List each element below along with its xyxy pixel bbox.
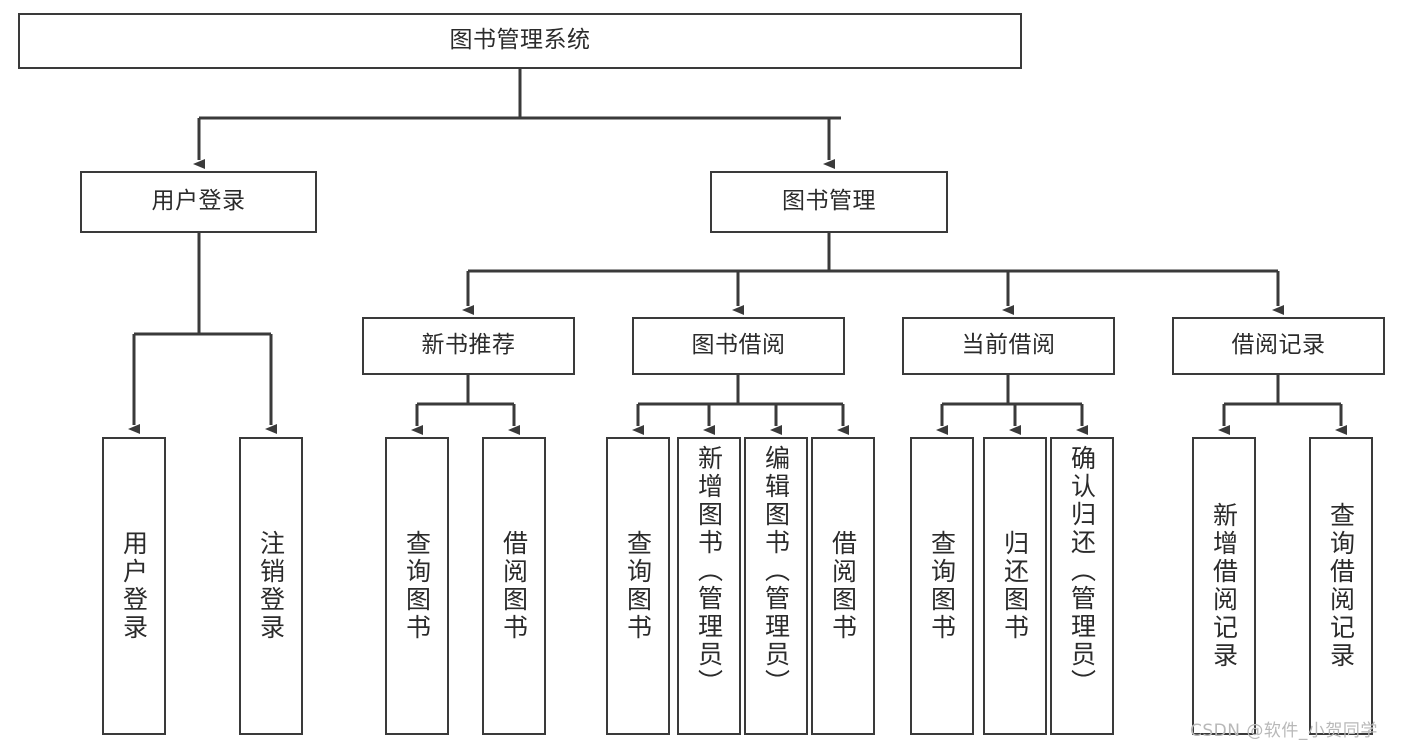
node-current-borrow[interactable]: 当前借阅 bbox=[902, 317, 1115, 375]
leaf-add-borrow-record-label: 新增借阅记录 bbox=[1209, 502, 1239, 670]
leaf-return-book-label: 归还图书 bbox=[1000, 530, 1030, 642]
watermark: CSDN @软件_小贺同学 bbox=[1190, 721, 1378, 741]
leaf-borrow-book-1-label: 借阅图书 bbox=[499, 530, 529, 642]
node-borrow-record-label: 借阅记录 bbox=[1231, 332, 1326, 359]
node-book-borrow-label: 图书借阅 bbox=[691, 332, 786, 359]
node-root-label: 图书管理系统 bbox=[449, 27, 591, 54]
node-user-login-label: 用户登录 bbox=[151, 188, 246, 215]
node-root[interactable]: 图书管理系统 bbox=[18, 13, 1022, 69]
leaf-borrow-book-2[interactable]: 借阅图书 bbox=[811, 437, 875, 735]
leaf-query-book-2[interactable]: 查询图书 bbox=[606, 437, 670, 735]
leaf-user-login[interactable]: 用户登录 bbox=[102, 437, 166, 735]
leaf-query-book-3-label: 查询图书 bbox=[927, 530, 957, 642]
leaf-edit-book-admin-label: 编辑图书（管理员） bbox=[761, 445, 791, 697]
leaf-query-book-2-label: 查询图书 bbox=[623, 530, 653, 642]
node-borrow-record[interactable]: 借阅记录 bbox=[1172, 317, 1385, 375]
leaf-borrow-book-2-label: 借阅图书 bbox=[828, 530, 858, 642]
leaf-query-borrow-record-label: 查询借阅记录 bbox=[1326, 502, 1356, 670]
node-new-book-recommend-label: 新书推荐 bbox=[421, 332, 516, 359]
node-book-borrow[interactable]: 图书借阅 bbox=[632, 317, 845, 375]
leaf-logout-login[interactable]: 注销登录 bbox=[239, 437, 303, 735]
leaf-query-book-3[interactable]: 查询图书 bbox=[910, 437, 974, 735]
leaf-return-book[interactable]: 归还图书 bbox=[983, 437, 1047, 735]
node-current-borrow-label: 当前借阅 bbox=[961, 332, 1056, 359]
leaf-logout-login-label: 注销登录 bbox=[256, 530, 286, 642]
node-new-book-recommend[interactable]: 新书推荐 bbox=[362, 317, 575, 375]
leaf-edit-book-admin[interactable]: 编辑图书（管理员） bbox=[744, 437, 808, 735]
node-book-manage-label: 图书管理 bbox=[782, 188, 876, 215]
leaf-confirm-return-admin-label: 确认归还（管理员） bbox=[1067, 445, 1097, 697]
leaf-confirm-return-admin[interactable]: 确认归还（管理员） bbox=[1050, 437, 1114, 735]
leaf-query-book-1-label: 查询图书 bbox=[402, 530, 432, 642]
leaf-query-book-1[interactable]: 查询图书 bbox=[385, 437, 449, 735]
leaf-add-book-admin[interactable]: 新增图书（管理员） bbox=[677, 437, 741, 735]
node-user-login[interactable]: 用户登录 bbox=[80, 171, 317, 233]
leaf-add-borrow-record[interactable]: 新增借阅记录 bbox=[1192, 437, 1256, 735]
leaf-user-login-label: 用户登录 bbox=[119, 530, 149, 642]
leaf-add-book-admin-label: 新增图书（管理员） bbox=[694, 445, 724, 697]
leaf-borrow-book-1[interactable]: 借阅图书 bbox=[482, 437, 546, 735]
leaf-query-borrow-record[interactable]: 查询借阅记录 bbox=[1309, 437, 1373, 735]
node-book-manage[interactable]: 图书管理 bbox=[710, 171, 948, 233]
